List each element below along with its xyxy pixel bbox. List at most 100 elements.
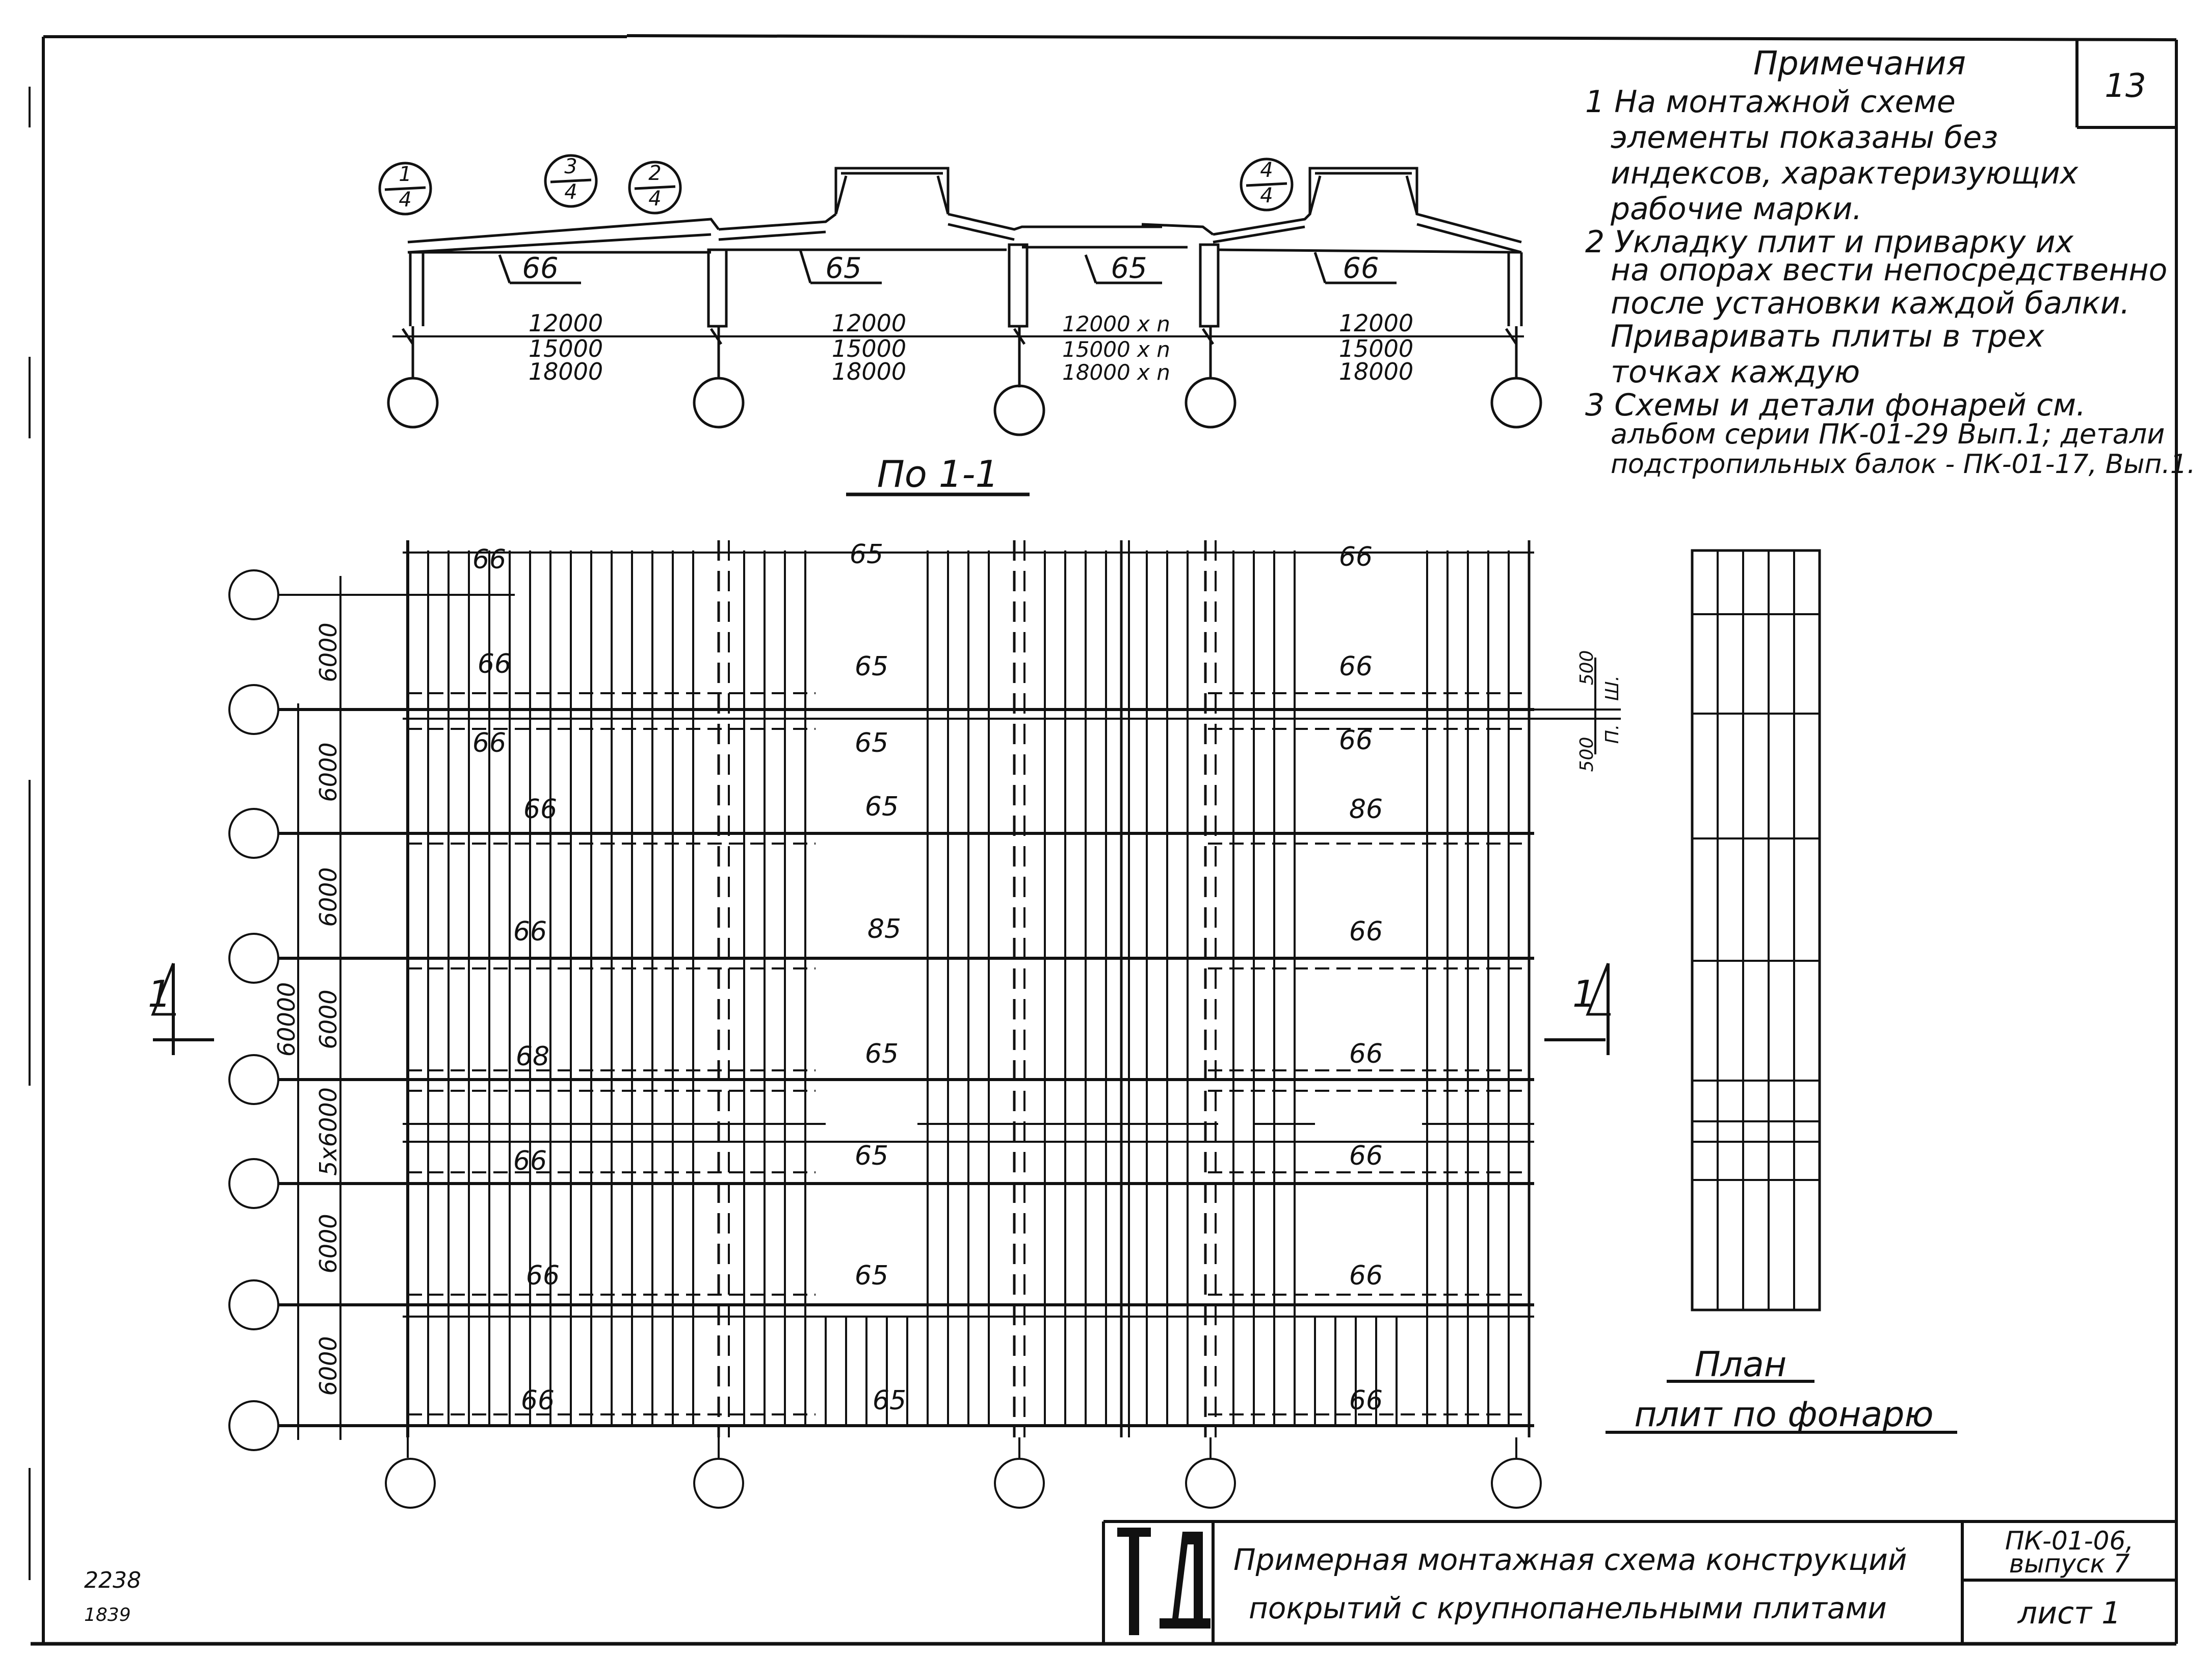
section-title: По 1-1 bbox=[877, 453, 999, 495]
title-block-logo: ТД bbox=[1154, 1630, 1162, 1635]
span-2-b: 15000 bbox=[832, 335, 906, 362]
note-line-10: 3 Схемы и детали фонарей см. bbox=[1585, 387, 2086, 423]
section-beam-mark-4: 66 bbox=[1343, 252, 1379, 285]
section-beam-mark-3: 65 bbox=[1111, 252, 1147, 285]
plan-mark-left-6: 68 bbox=[516, 1041, 549, 1072]
dim-right-p: П. bbox=[1602, 724, 1623, 744]
plan-grid bbox=[151, 540, 1621, 1509]
dim-left-6: 6000 bbox=[314, 1214, 342, 1273]
dim-right-500-top: 500 bbox=[1576, 650, 1597, 686]
section-beam-mark-2: 65 bbox=[825, 252, 861, 285]
note-line-8: Приваривать плиты в трех bbox=[1611, 319, 2044, 354]
callout-2-num: 3 bbox=[564, 155, 577, 178]
span-1-c: 18000 bbox=[529, 358, 603, 385]
notes-title: Примечания bbox=[1753, 45, 1966, 83]
cut-mark-left: 1 bbox=[148, 973, 171, 1015]
plan-marks: 66 65 66 66 65 66 66 65 66 66 65 86 66 8… bbox=[472, 539, 1383, 1416]
plan-mark-mid-7: 65 bbox=[855, 1141, 888, 1171]
slab-dash-rows bbox=[408, 692, 1529, 1415]
cut-mark-right: 1 bbox=[1572, 973, 1596, 1015]
plan-mark-mid-9: 65 bbox=[873, 1385, 906, 1416]
note-line-4: рабочие марки. bbox=[1611, 191, 1862, 227]
plan-mark-right-2: 66 bbox=[1339, 651, 1373, 682]
callout-1-den: 4 bbox=[399, 188, 411, 212]
plan-dims-right: 500 500 Ш. П. bbox=[1576, 650, 1623, 772]
note-line-12: подстропильных балок - ПК-01-17, Вып.1. bbox=[1611, 449, 2196, 480]
dim-left-2: 6000 bbox=[314, 742, 342, 802]
plan-mark-right-4: 86 bbox=[1349, 794, 1383, 825]
note-line-2: элементы показаны без bbox=[1611, 120, 1998, 155]
plan-mark-left-7: 66 bbox=[513, 1146, 547, 1176]
lantern-plan bbox=[1606, 549, 1957, 1434]
page-number: 13 bbox=[2104, 67, 2146, 105]
slab-stripes-left bbox=[427, 550, 806, 1427]
callout-4-num: 4 bbox=[1260, 159, 1273, 182]
note-line-1: 1 На монтажной схеме bbox=[1585, 84, 1956, 120]
lantern-title-1: План bbox=[1695, 1345, 1787, 1385]
slab-stripes-right bbox=[1426, 550, 1510, 1427]
plan-mark-mid-5: 85 bbox=[867, 914, 901, 944]
plan-mark-left-2: 66 bbox=[478, 649, 511, 679]
lantern-title-2: плит по фонарю bbox=[1634, 1395, 1933, 1435]
plan-mark-left-4: 66 bbox=[523, 794, 557, 825]
dim-right-500-bottom: 500 bbox=[1576, 737, 1597, 772]
plan-mark-right-5: 66 bbox=[1349, 916, 1383, 947]
span-4-b: 15000 bbox=[1339, 335, 1413, 362]
plan-mark-left-3: 66 bbox=[472, 728, 506, 758]
dim-total: 60000 bbox=[273, 982, 300, 1057]
dim-left-4: 6000 bbox=[314, 989, 342, 1049]
plan-mark-right-8: 66 bbox=[1349, 1261, 1383, 1291]
note-line-7: после установки каждой балки. bbox=[1611, 285, 2130, 321]
span-3-b: 15000 x n bbox=[1062, 337, 1170, 362]
title-block bbox=[1102, 1520, 2176, 1644]
issue-number: выпуск 7 bbox=[2009, 1549, 2130, 1579]
span-1-b: 15000 bbox=[529, 335, 603, 362]
title-line-1: Примерная монтажная схема конструкций bbox=[1233, 1542, 1907, 1577]
title-line-2: покрытий с крупнопанельными плитами bbox=[1249, 1591, 1887, 1625]
note-line-11: альбом серии ПК-01-29 Вып.1; детали bbox=[1611, 418, 2165, 450]
sheet-number: лист 1 bbox=[2017, 1595, 2121, 1631]
dim-left-5: 5x6000 bbox=[314, 1087, 342, 1176]
span-2-c: 18000 bbox=[832, 358, 906, 385]
plan-mark-mid-3: 65 bbox=[855, 728, 888, 758]
note-line-3: индексов, характеризующих bbox=[1611, 155, 2079, 191]
section-span-labels: 12000 15000 18000 12000 15000 18000 1200… bbox=[529, 309, 1413, 385]
dim-left-3: 6000 bbox=[314, 867, 342, 927]
plan-mark-mid-6: 65 bbox=[865, 1039, 899, 1069]
dim-left-7: 6000 bbox=[314, 1336, 342, 1396]
plan-mark-right-9: 66 bbox=[1349, 1385, 1383, 1416]
callout-3-num: 2 bbox=[648, 162, 661, 185]
plan-mark-mid-8: 65 bbox=[855, 1261, 888, 1291]
plan-mark-left-9: 66 bbox=[521, 1385, 555, 1416]
plan-mark-mid-2: 65 bbox=[855, 651, 888, 682]
callout-4-den: 4 bbox=[1260, 184, 1273, 207]
span-4-c: 18000 bbox=[1339, 358, 1413, 385]
slab-stripes-bottom bbox=[825, 1317, 1398, 1427]
section-beam-mark-1: 66 bbox=[522, 252, 558, 285]
span-1-a: 12000 bbox=[529, 309, 603, 337]
plan-dims-left: 6000 6000 6000 6000 5x6000 6000 6000 600… bbox=[273, 622, 342, 1396]
span-3-c: 18000 x n bbox=[1062, 360, 1170, 385]
span-4-a: 12000 bbox=[1339, 309, 1413, 337]
note-line-9: точках каждую bbox=[1611, 354, 1860, 390]
plan-mark-left-5: 66 bbox=[513, 916, 547, 947]
section-1-1 bbox=[378, 154, 1542, 496]
dim-left-1: 6000 bbox=[314, 622, 342, 682]
dim-right-sh: Ш. bbox=[1602, 675, 1623, 701]
callout-1-num: 1 bbox=[399, 163, 411, 186]
callout-3-den: 4 bbox=[648, 187, 661, 211]
plan-mark-mid-1: 65 bbox=[850, 539, 883, 570]
plan-mark-right-1: 66 bbox=[1339, 542, 1373, 572]
plan-mark-left-8: 66 bbox=[526, 1261, 560, 1291]
page-number-box bbox=[2075, 38, 2176, 129]
plan-mark-mid-4: 65 bbox=[865, 792, 899, 822]
plan-mark-right-3: 66 bbox=[1339, 725, 1373, 756]
slab-stripes-mid bbox=[927, 550, 1296, 1427]
note-line-6: на опорах вести непосредственно bbox=[1611, 252, 2168, 288]
series-code: ПК-01-06, bbox=[2005, 1526, 2134, 1556]
stamp-left-top: 2238 bbox=[84, 1567, 141, 1593]
stamp-left-bottom: 1839 bbox=[84, 1605, 131, 1625]
plan-mark-left-1: 66 bbox=[472, 544, 506, 575]
span-2-a: 12000 bbox=[832, 309, 906, 337]
